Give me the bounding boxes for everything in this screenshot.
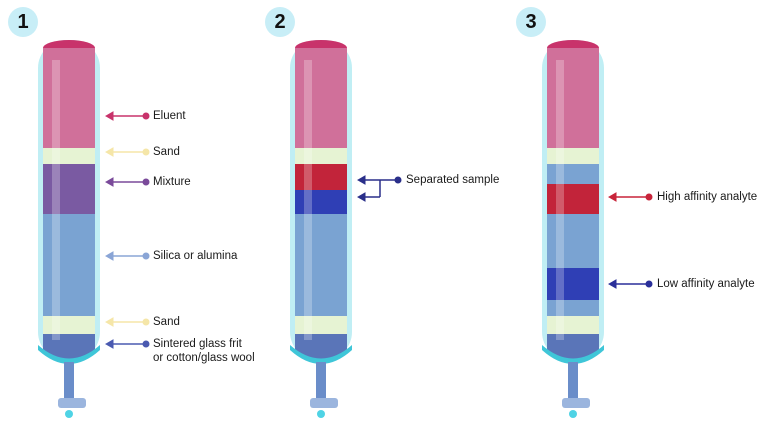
arrow-low-affinity: [607, 279, 653, 289]
glass-highlight: [52, 60, 60, 340]
label-frit-line1: Sintered glass frit: [153, 338, 242, 350]
eluent-layer: [547, 48, 599, 148]
label-high-affinity: High affinity analyte: [657, 191, 758, 203]
label-sand-bottom: Sand: [153, 316, 180, 328]
glass-highlight: [304, 60, 312, 340]
arrow-mixture: [104, 177, 150, 187]
funnel-rim: [290, 345, 352, 364]
silica-layer: [295, 214, 347, 316]
label-silica: Silica or alumina: [153, 250, 238, 262]
stopcock: [58, 398, 86, 408]
blue-band: [295, 190, 347, 214]
drip: [569, 410, 577, 418]
sand-top-layer: [295, 148, 347, 164]
silica-layer-middle: [547, 214, 599, 268]
eluent-layer: [43, 48, 95, 148]
column-2: [290, 40, 352, 418]
label-low-affinity: Low affinity analyte: [657, 278, 755, 290]
column-1: [38, 40, 100, 418]
label-mixture: Mixture: [153, 176, 191, 188]
step-number-3: 3: [516, 7, 546, 37]
sand-bottom-layer: [43, 316, 95, 334]
stopcock: [310, 398, 338, 408]
high-affinity-band: [547, 184, 599, 214]
stem: [316, 362, 326, 402]
stopcock: [562, 398, 590, 408]
mixture-layer: [43, 164, 95, 214]
stem: [568, 362, 578, 402]
arrow-eluent: [104, 111, 150, 121]
label-separated-sample: Separated sample: [406, 174, 500, 186]
step-number-2: 2: [265, 7, 295, 37]
sand-bottom-layer: [295, 316, 347, 334]
arrow-silica: [104, 251, 150, 261]
funnel-rim: [542, 345, 604, 364]
low-affinity-band: [547, 268, 599, 300]
stem: [64, 362, 74, 402]
sand-top-layer: [43, 148, 95, 164]
frit-layer: [547, 334, 599, 359]
red-band: [295, 164, 347, 190]
label-eluent: Eluent: [153, 110, 186, 122]
arrow-frit: [104, 339, 150, 349]
step-number-1: 1: [8, 7, 38, 37]
silica-layer-lower: [547, 300, 599, 316]
arrow-sand-bottom: [104, 317, 150, 327]
drip: [65, 410, 73, 418]
silica-layer: [43, 214, 95, 316]
funnel-rim: [38, 345, 100, 364]
glass-highlight: [556, 60, 564, 340]
arrow-separated: [356, 175, 402, 202]
eluent-layer: [295, 48, 347, 148]
frit-layer: [295, 334, 347, 359]
arrow-high-affinity: [607, 192, 653, 202]
label-frit-line2: or cotton/glass wool: [153, 352, 255, 364]
label-sand-top: Sand: [153, 146, 180, 158]
sand-bottom-layer: [547, 316, 599, 334]
frit-layer: [43, 334, 95, 359]
column-3: [542, 40, 604, 418]
sand-top-layer: [547, 148, 599, 164]
arrow-sand-top: [104, 147, 150, 157]
drip: [317, 410, 325, 418]
silica-layer-upper: [547, 164, 599, 184]
